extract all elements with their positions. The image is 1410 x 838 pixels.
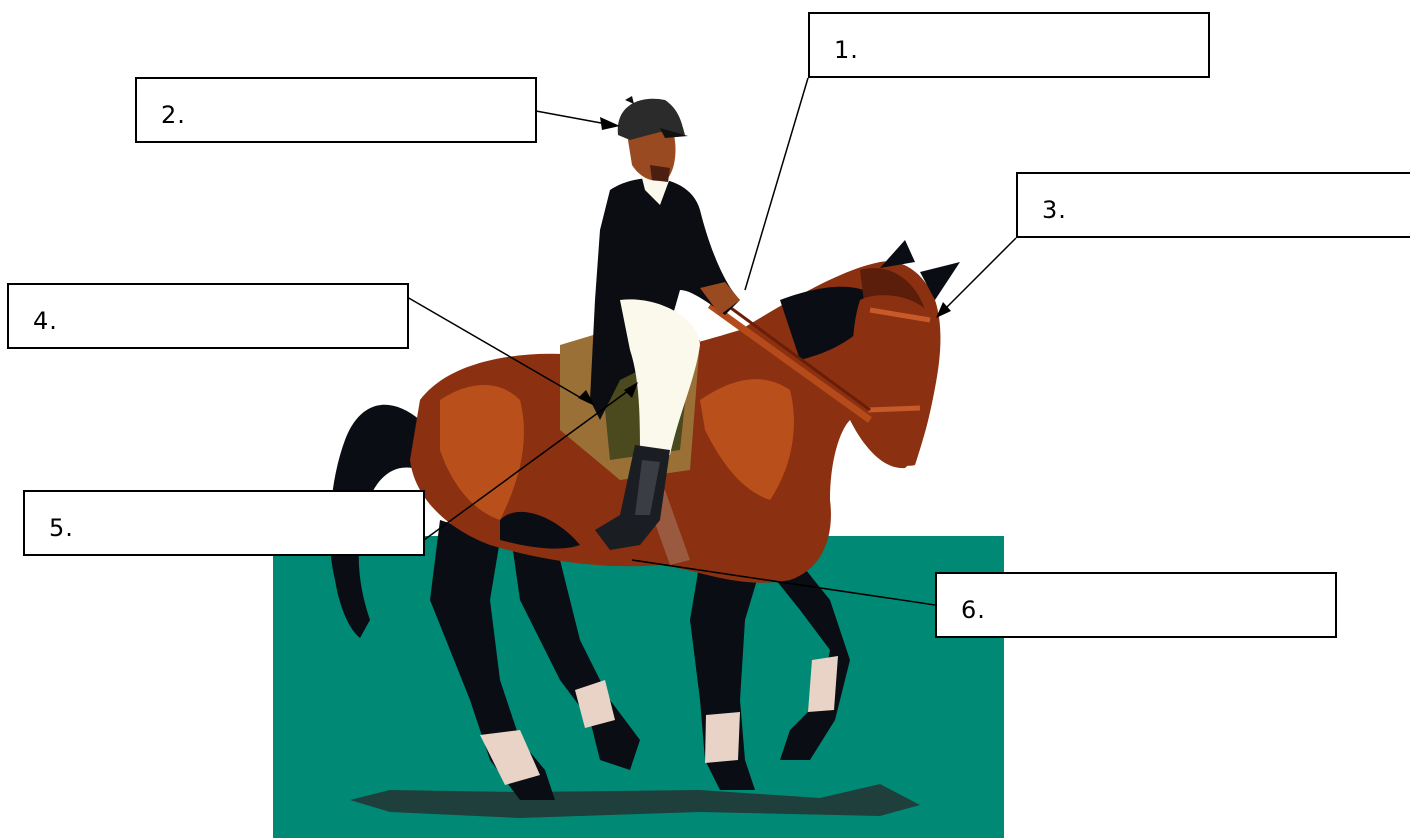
arrowhead-2 — [600, 117, 620, 130]
label-box-1[interactable]: 1. — [808, 12, 1210, 78]
label-box-3[interactable]: 3. — [1016, 172, 1410, 238]
pointer-line-3 — [940, 238, 1016, 314]
label-number-3: 3. — [1042, 196, 1067, 224]
label-box-4[interactable]: 4. — [7, 283, 409, 349]
label-number-1: 1. — [834, 36, 859, 64]
pointer-line-1 — [745, 78, 808, 290]
label-number-4: 4. — [33, 307, 58, 335]
label-box-5[interactable]: 5. — [23, 490, 425, 556]
label-number-5: 5. — [49, 514, 74, 542]
label-box-6[interactable]: 6. — [935, 572, 1337, 638]
label-number-2: 2. — [161, 101, 186, 129]
label-box-2[interactable]: 2. — [135, 77, 537, 143]
label-number-6: 6. — [961, 596, 986, 624]
